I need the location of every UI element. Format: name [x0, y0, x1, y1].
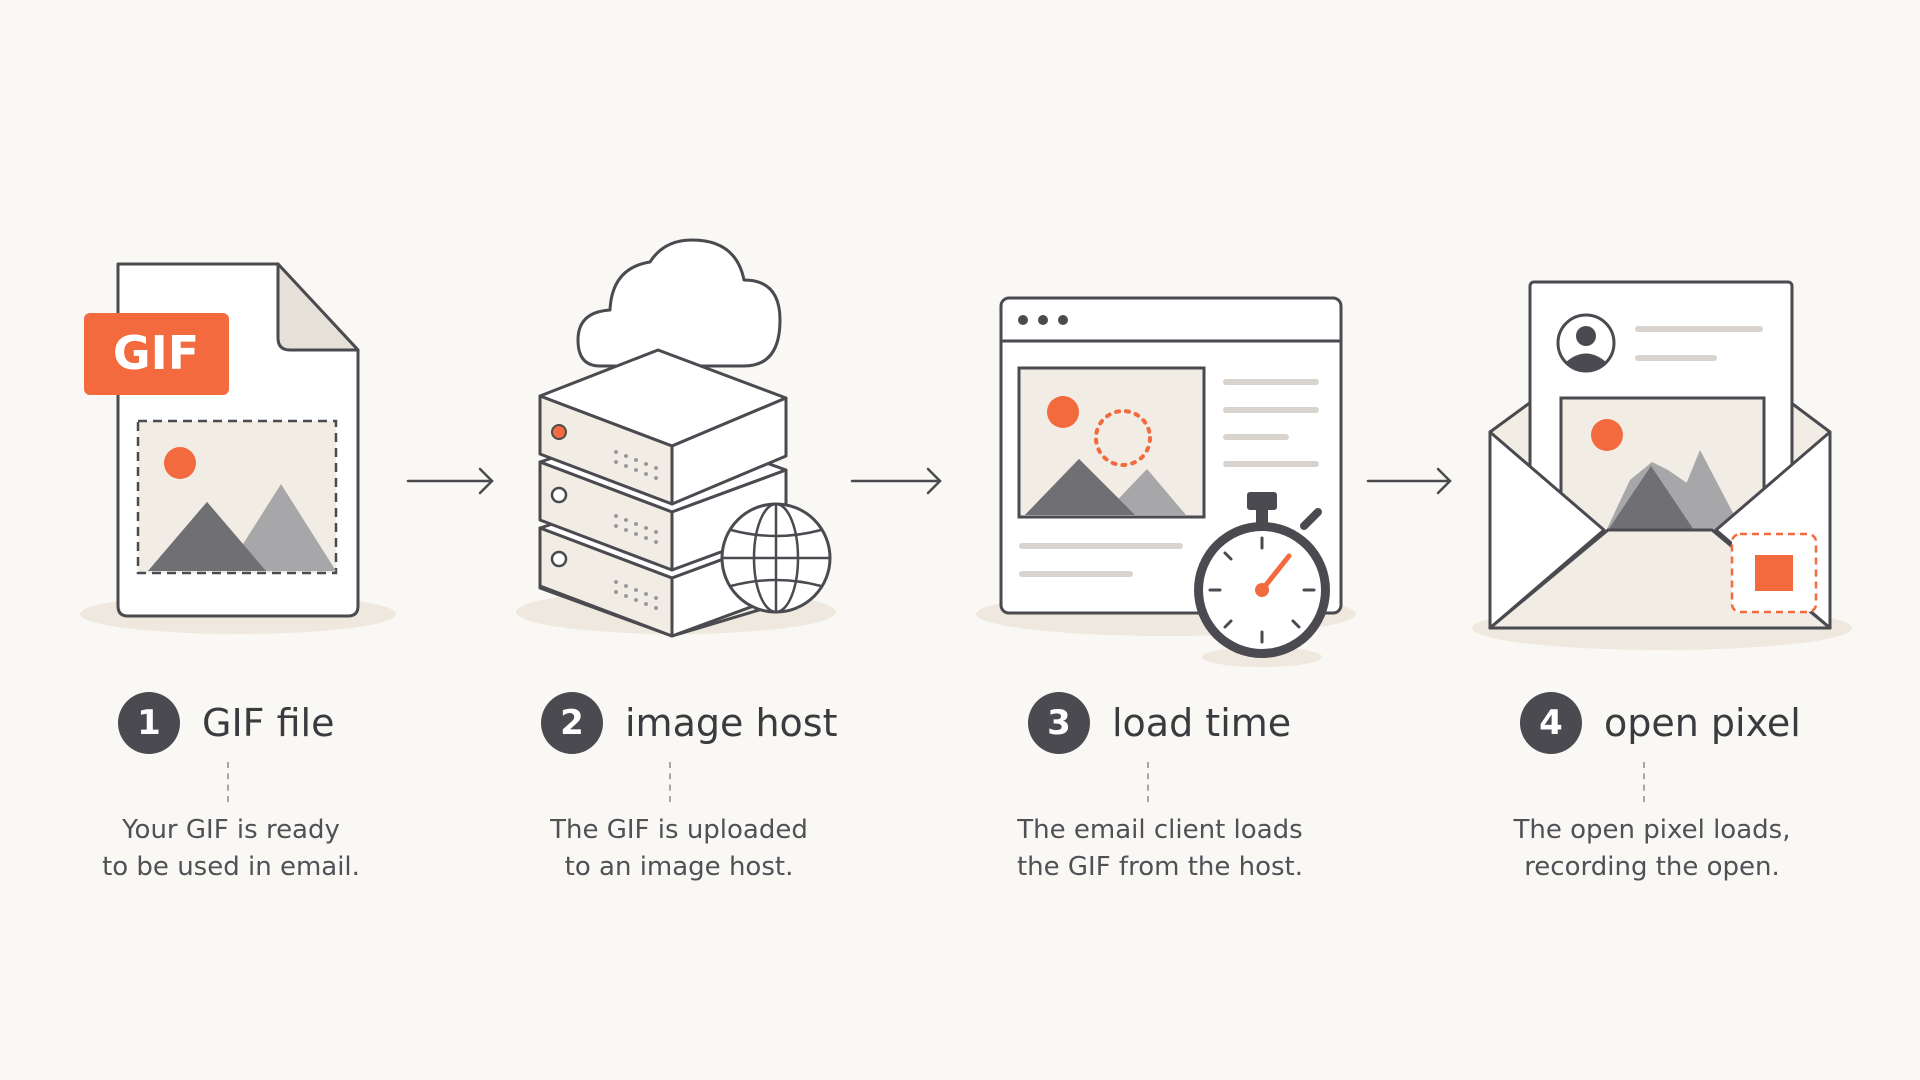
gif-file-icon: GIF	[80, 262, 396, 634]
step-1-title: GIF file	[202, 701, 335, 745]
arrow-1	[406, 467, 494, 495]
step-3-title: load time	[1112, 701, 1292, 745]
step-3-label: 3 load time	[1028, 688, 1291, 758]
step-3-connector	[1147, 762, 1149, 802]
step-4-description: The open pixel loads, recording the open…	[1492, 812, 1812, 886]
step-3-description: The email client loads the GIF from the …	[1000, 812, 1320, 886]
step-4-number: 4	[1520, 692, 1582, 754]
step-1-connector	[227, 762, 229, 802]
arrow-2	[850, 467, 942, 495]
gif-badge-text: GIF	[113, 326, 199, 380]
step-2-description: The GIF is uploaded to an image host.	[519, 812, 839, 886]
step-2-number: 2	[541, 692, 603, 754]
step-4-connector	[1643, 762, 1645, 802]
step-4-desc-line-2: recording the open.	[1524, 852, 1780, 882]
gif-badge	[84, 313, 229, 395]
step-2-connector	[669, 762, 671, 802]
server-cloud-globe-icon	[516, 238, 836, 638]
step-1-label: 1 GIF file	[118, 688, 334, 758]
step-1-number: 1	[118, 692, 180, 754]
envelope-pixel-icon	[1472, 280, 1852, 650]
step-1-description: Your GIF is ready to be used in email.	[71, 812, 391, 886]
step-1-desc-line-1: Your GIF is ready	[122, 815, 340, 845]
step-3-number: 3	[1028, 692, 1090, 754]
step-2-label: 2 image host	[541, 688, 837, 758]
step-2-desc-line-2: to an image host.	[564, 852, 794, 882]
step-4-label: 4 open pixel	[1520, 688, 1801, 758]
step-3-desc-line-2: the GIF from the host.	[1016, 852, 1304, 882]
step-1-desc-line-2: to be used in email.	[102, 852, 360, 882]
step-4-title: open pixel	[1604, 701, 1801, 745]
step-2-title: image host	[625, 701, 838, 745]
step-2-desc-line-1: The GIF is uploaded	[550, 815, 808, 845]
browser-stopwatch-icon	[976, 296, 1356, 667]
arrow-3	[1366, 467, 1452, 495]
step-4-desc-line-1: The open pixel loads,	[1513, 815, 1791, 845]
step-3-desc-line-1: The email client loads	[1017, 815, 1303, 845]
